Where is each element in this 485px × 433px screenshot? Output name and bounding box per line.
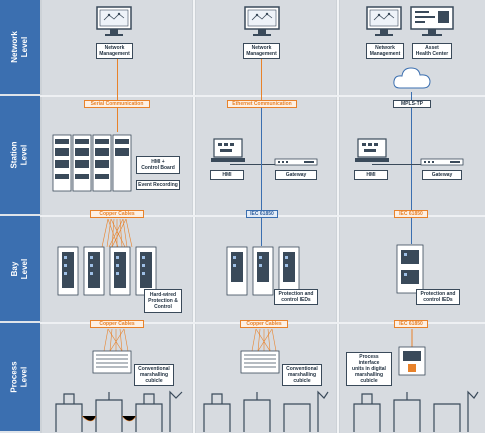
copper-cable-bundle-icon (251, 328, 277, 352)
substation-icon (55, 390, 183, 432)
serial-communication-tag: Serial Communication (84, 100, 150, 108)
copper-cables-tag-bottom: Copper Cables (90, 320, 144, 328)
gateway-box: Gateway (422, 170, 462, 180)
conventional-marshalling-box: Conventional marshalling cubicle (282, 364, 322, 386)
copper-cable-bundle-icon (103, 328, 129, 352)
connector-line (117, 59, 118, 102)
ethernet-communication-tag: Ethernet Communication (227, 100, 297, 108)
iec-61850-tag: IEC 61850 (394, 210, 428, 218)
connector-line (230, 164, 310, 165)
digital-marshalling-cubicle-icon (398, 346, 426, 376)
level-bay: Bay Level (0, 216, 40, 323)
level-process-label: Process Level (9, 361, 29, 393)
level-station-label: Station Level (9, 141, 29, 169)
gateway-icon (274, 158, 318, 166)
protection-ieds-box: Protection and control IEDs (274, 289, 318, 305)
marshalling-cubicle-icon (240, 350, 280, 374)
asset-health-center-box: Asset Health Center (412, 43, 452, 59)
cloud-icon (393, 67, 431, 89)
connector-line (411, 92, 412, 100)
asset-health-monitor-icon (410, 6, 454, 36)
copper-cables-tag: Copper Cables (90, 210, 144, 218)
orange-connection-line (411, 329, 413, 347)
ied-cabinet-icon (226, 246, 300, 296)
level-bay-label: Bay Level (10, 258, 29, 279)
computer-monitor-icon (96, 6, 132, 36)
hmi-box: HMI (354, 170, 388, 180)
level-divider (40, 95, 485, 97)
iec-61850-tag-bottom: IEC 61850 (394, 320, 428, 328)
event-recording-box: Event Recording (136, 180, 180, 190)
server-rack-icon (52, 134, 132, 192)
level-process: Process Level (0, 323, 40, 433)
connector-line (117, 108, 118, 132)
hmi-computer-icon (211, 138, 245, 162)
network-management-box: Network Management (243, 43, 280, 59)
substation-icon (353, 390, 479, 432)
network-management-box: Network Management (96, 43, 133, 59)
mpls-tp-tag: MPLS-TP (393, 100, 431, 108)
hmi-box: HMI (210, 170, 244, 180)
ied-cabinet-icon (57, 246, 157, 296)
marshalling-cubicle-icon (92, 350, 132, 374)
connector-line (261, 59, 262, 102)
hmi-control-board-box: HMI + Control Board (136, 156, 180, 174)
iec-61850-tag: IEC 61850 (246, 210, 278, 218)
gateway-icon (420, 158, 464, 166)
copper-cable-bundle-icon (101, 218, 133, 248)
hmi-computer-icon (355, 138, 389, 162)
protection-ieds-box: Protection and control IEDs (416, 289, 460, 305)
connector-line (261, 108, 262, 164)
ied-cabinet-icon (396, 244, 424, 294)
level-network: Network Level (0, 0, 40, 96)
connector-line (411, 108, 412, 244)
computer-monitor-icon (366, 6, 402, 36)
connector-line (261, 164, 262, 246)
hardwired-protection-box: Hard-wired Protection & Control (144, 289, 182, 313)
gateway-box: Gateway (275, 170, 317, 180)
copper-cables-tag: Copper Cables (240, 320, 288, 328)
computer-monitor-icon (244, 6, 280, 36)
network-management-box: Network Management (366, 43, 404, 59)
level-network-label: Network Level (10, 31, 29, 63)
conventional-marshalling-box: Conventional marshalling cubicle (134, 364, 174, 386)
substation-icon (203, 390, 329, 432)
connector-line (372, 164, 452, 165)
process-interface-box: Process interface units in digital marsh… (346, 352, 392, 386)
level-station: Station Level (0, 96, 40, 216)
